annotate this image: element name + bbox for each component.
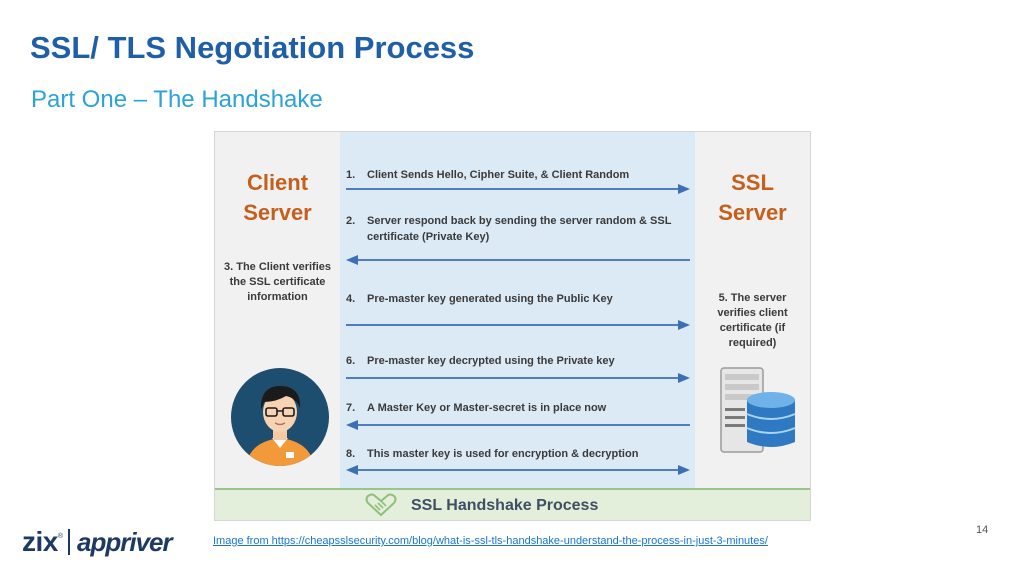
image-source-link[interactable]: Image from https://cheapsslsecurity.com/… bbox=[213, 535, 768, 547]
handshake-step: 2. Server respond back by sending the se… bbox=[346, 213, 686, 245]
server-note-line: 5. The server bbox=[718, 292, 787, 304]
step-text: A Master Key or Master-secret is in plac… bbox=[367, 402, 607, 414]
step-number: 7. bbox=[346, 402, 356, 414]
step-number: 2. bbox=[346, 215, 356, 227]
handshake-step: 8. This master key is used for encryptio… bbox=[346, 446, 686, 462]
handshake-icon bbox=[365, 493, 397, 517]
page-subtitle: Part One – The Handshake bbox=[31, 86, 323, 113]
server-note-line: verifies client bbox=[717, 307, 788, 319]
server-database-icon bbox=[720, 367, 796, 453]
server-label-line2: Server bbox=[718, 200, 787, 225]
client-note-line: information bbox=[247, 291, 308, 303]
step-text: Pre-master key generated using the Publi… bbox=[367, 293, 613, 305]
step-text: Pre-master key decrypted using the Priva… bbox=[367, 355, 615, 367]
page-number: 14 bbox=[976, 524, 989, 536]
arrow-right-icon bbox=[346, 320, 690, 330]
page-title: SSL/ TLS Negotiation Process bbox=[30, 30, 475, 65]
ssl-handshake-diagram: Client Server 3. The Client verifies the… bbox=[214, 131, 811, 521]
step-text: This master key is used for encryption &… bbox=[367, 448, 639, 460]
server-note-line: required) bbox=[728, 337, 777, 349]
logo-brand-zix: zix bbox=[22, 526, 58, 557]
step-text: Client Sends Hello, Cipher Suite, & Clie… bbox=[367, 169, 630, 181]
step-number: 4. bbox=[346, 293, 356, 305]
client-label-line2: Server bbox=[243, 200, 312, 225]
server-label-line1: SSL bbox=[731, 170, 774, 195]
message-column bbox=[340, 132, 696, 488]
server-verify-note: 5. The server verifies client certificat… bbox=[695, 291, 810, 351]
server-note-line: certificate (if bbox=[719, 322, 786, 334]
arrow-left-icon bbox=[346, 255, 690, 265]
client-label-line1: Client bbox=[246, 170, 309, 195]
step-text: Server respond back by sending the serve… bbox=[367, 215, 672, 243]
handshake-step: 7. A Master Key or Master-secret is in p… bbox=[346, 400, 686, 416]
handshake-step: 6. Pre-master key decrypted using the Pr… bbox=[346, 353, 686, 369]
arrow-right-icon bbox=[346, 373, 690, 383]
logo-divider bbox=[68, 529, 71, 555]
handshake-step: 4. Pre-master key generated using the Pu… bbox=[346, 291, 686, 307]
arrow-left-icon bbox=[346, 420, 690, 430]
diagram-footer: SSL Handshake Process bbox=[215, 488, 810, 520]
step-number: 6. bbox=[346, 355, 356, 367]
client-label: Client Server bbox=[215, 168, 340, 228]
logo-brand-appriver: appriver bbox=[77, 526, 173, 557]
company-logo: zix® appriver bbox=[22, 525, 173, 559]
client-avatar-icon bbox=[231, 368, 329, 466]
diagram-footer-label: SSL Handshake Process bbox=[411, 497, 599, 514]
step-number: 8. bbox=[346, 448, 356, 460]
step-number: 1. bbox=[346, 169, 356, 181]
handshake-step: 1. Client Sends Hello, Cipher Suite, & C… bbox=[346, 167, 686, 183]
client-note-line: the SSL certificate bbox=[229, 276, 326, 288]
registered-mark-icon: ® bbox=[57, 532, 64, 540]
arrow-bidirectional-icon bbox=[346, 465, 690, 475]
client-note-line: 3. The Client verifies bbox=[224, 261, 331, 273]
client-verify-note: 3. The Client verifies the SSL certifica… bbox=[215, 260, 340, 305]
arrow-right-icon bbox=[346, 184, 690, 194]
server-label: SSL Server bbox=[695, 168, 810, 228]
